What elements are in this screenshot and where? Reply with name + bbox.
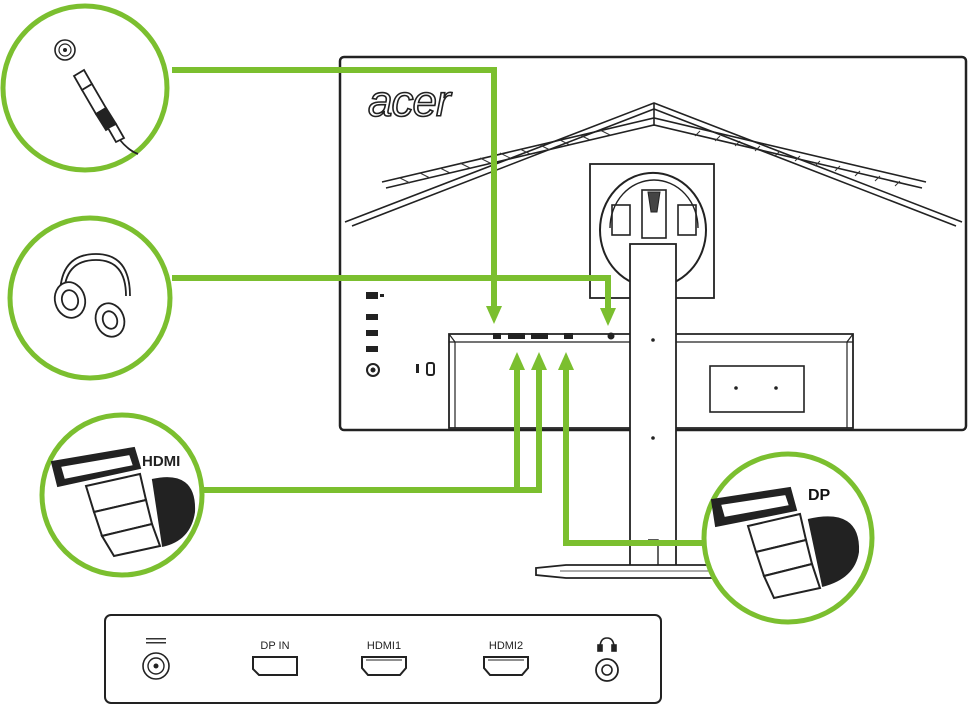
port-label-dp-in: DP IN [260,640,289,652]
audio-cable-line [172,275,611,312]
vent-hatching [399,129,901,187]
hinge-right-block [677,204,697,236]
monitor-hdmi2-port [531,333,548,339]
monitor-dp-port [564,333,573,339]
dp-callout: DP [701,451,875,625]
rear-vent-recess [709,365,805,413]
arrow-dp [558,352,574,370]
headphones-icon [53,253,131,338]
arrow-hdmi1 [509,352,525,370]
dp-callout-label: DP [808,487,831,504]
arrowheads [486,306,616,370]
hdmi2-cable-line [202,366,542,493]
monitor-power-port [493,333,501,339]
rear-cover [344,102,963,227]
monitor-audio-port [607,332,615,340]
headphone-symbol-icon [597,637,617,652]
power-callout [0,3,170,173]
hdmi-socket-icon [483,656,529,676]
monitor-hdmi1-port [508,333,525,339]
stand-hinge-ring [598,172,708,288]
dp-cable-line [563,366,703,546]
port-label-hdmi1: HDMI1 [367,640,401,652]
arrow-audio [600,308,616,326]
dc-power-jack-icon [142,652,170,680]
hdmi-plug-icon [50,446,196,558]
power-cable-line [172,67,497,310]
displayport-plug-icon [710,486,860,600]
hdmi-callout: HDMI [39,412,205,578]
hinge-center-block [641,189,667,239]
port-label-hdmi2: HDMI2 [489,640,523,652]
arrow-power [486,306,502,324]
audio-callout [7,215,173,381]
hdmi-logo: HDMI [142,453,180,470]
dc-jack-icon [54,39,76,61]
stand-neck [629,243,677,567]
headphone-jack-icon [595,658,619,682]
hinge-left-block [611,204,631,236]
port-headphone [595,637,619,682]
monitor-rear: acer [338,55,968,579]
control-buttons [366,292,435,377]
port-hdmi1: HDMI1 [361,640,407,676]
acer-logo: acer [368,77,453,126]
dc-plug-icon [72,68,139,155]
monitor-ports [493,332,615,340]
hdmi-socket-icon [361,656,407,676]
connection-lines [172,67,703,546]
port-dp-in: DP IN [252,640,298,676]
port-panel-frame [104,614,662,704]
port-hdmi2: HDMI2 [483,640,529,676]
arrow-hdmi2 [531,352,547,370]
port-panel: DP IN HDMI1 HDMI2 [104,614,662,704]
displayport-socket-icon [252,656,298,676]
port-dc-in [142,638,170,680]
